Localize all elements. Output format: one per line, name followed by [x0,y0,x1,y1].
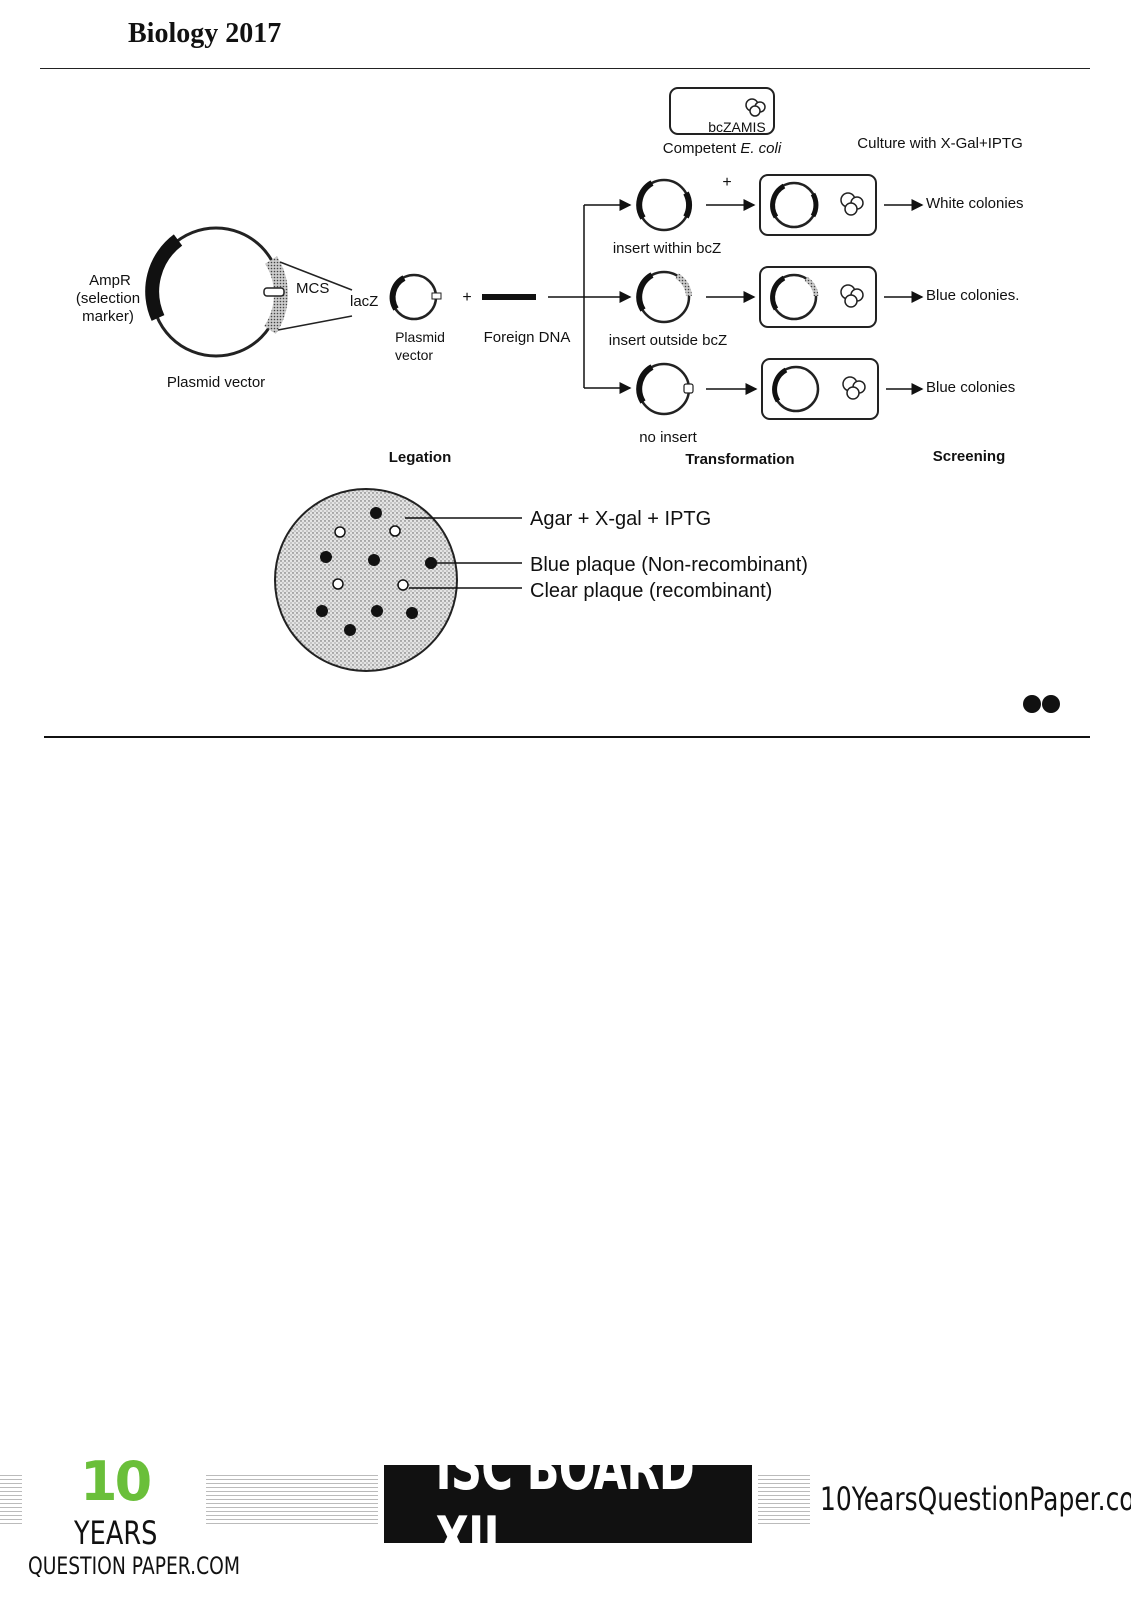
footer-stripes-left [0,1475,22,1525]
agar-plate [274,488,522,672]
top-rule [40,68,1090,69]
plasmid-small-caption-2: vector [395,347,433,363]
blue-colonies-label-2: Blue colonies [926,379,1015,396]
plus-sign-2: + [722,174,731,191]
bczamis-label: bcZAMIS [708,119,766,135]
footer: 10 YEARS QUESTION PAPER.COM ISC BOARD XI… [0,1434,1131,1600]
plasmid-vector-small [389,273,442,321]
agar-label: Agar + X-gal + IPTG [530,508,711,530]
logo-site: QUESTION PAPER.COM [28,1552,241,1580]
website-link[interactable]: 10YearsQuestionPaper.com [820,1480,1131,1518]
insert-within-label: insert within bcZ [613,240,721,257]
competent-ecoli-box [669,87,775,135]
mcs-label: MCS [296,280,329,297]
foreign-dna-label: Foreign DNA [484,329,571,346]
plus-sign-1: + [462,289,471,306]
competent-ecoli-label: Competent E. coli [663,140,782,157]
row-insert-outside [636,266,924,328]
row-no-insert [636,358,924,420]
ampr-label-line1: AmpR [89,272,131,289]
clear-plaque-label: Clear plaque (recombinant) [530,580,772,602]
board-banner: ISC BOARD XII [384,1434,752,1574]
plasmid-small-caption-1: Plasmid [395,329,445,345]
culture-label: Culture with X-Gal+IPTG [857,135,1022,152]
blue-colonies-label-1: Blue colonies. [926,287,1019,304]
page-marker-dot-2 [1042,695,1060,713]
foreign-dna-bar [482,294,536,300]
ampr-label-line3: marker) [82,308,134,325]
lacz-label: lacZ [350,293,378,310]
no-insert-label: no insert [639,429,697,446]
logo-years: YEARS [74,1514,158,1552]
board-text: ISC BOARD XII [435,1434,695,1574]
branch-arrows [548,199,632,394]
logo-number: 10 [80,1450,152,1513]
row-insert-within [636,174,924,236]
page-marker-dot-1 [1023,695,1041,713]
insert-outside-label: insert outside bcZ [609,332,727,349]
plasmid-vector-large [145,226,353,358]
plasmid-vector-caption: Plasmid vector [167,374,265,391]
stage-screening: Screening [933,448,1006,465]
stage-legation: Legation [389,449,452,466]
stage-transformation: Transformation [685,451,794,468]
blue-plaque-label: Blue plaque (Non-recombinant) [530,554,808,576]
cloning-diagram: AmpR (selection marker) MCS lacZ Plasmid… [76,87,1060,713]
ampr-label-line2: (selection [76,290,140,307]
page-title: Biology 2017 [128,18,282,49]
footer-stripes-mid [206,1475,378,1525]
section-rule [44,736,1090,738]
white-colonies-label: White colonies [926,195,1024,212]
footer-stripes-right [758,1475,810,1525]
